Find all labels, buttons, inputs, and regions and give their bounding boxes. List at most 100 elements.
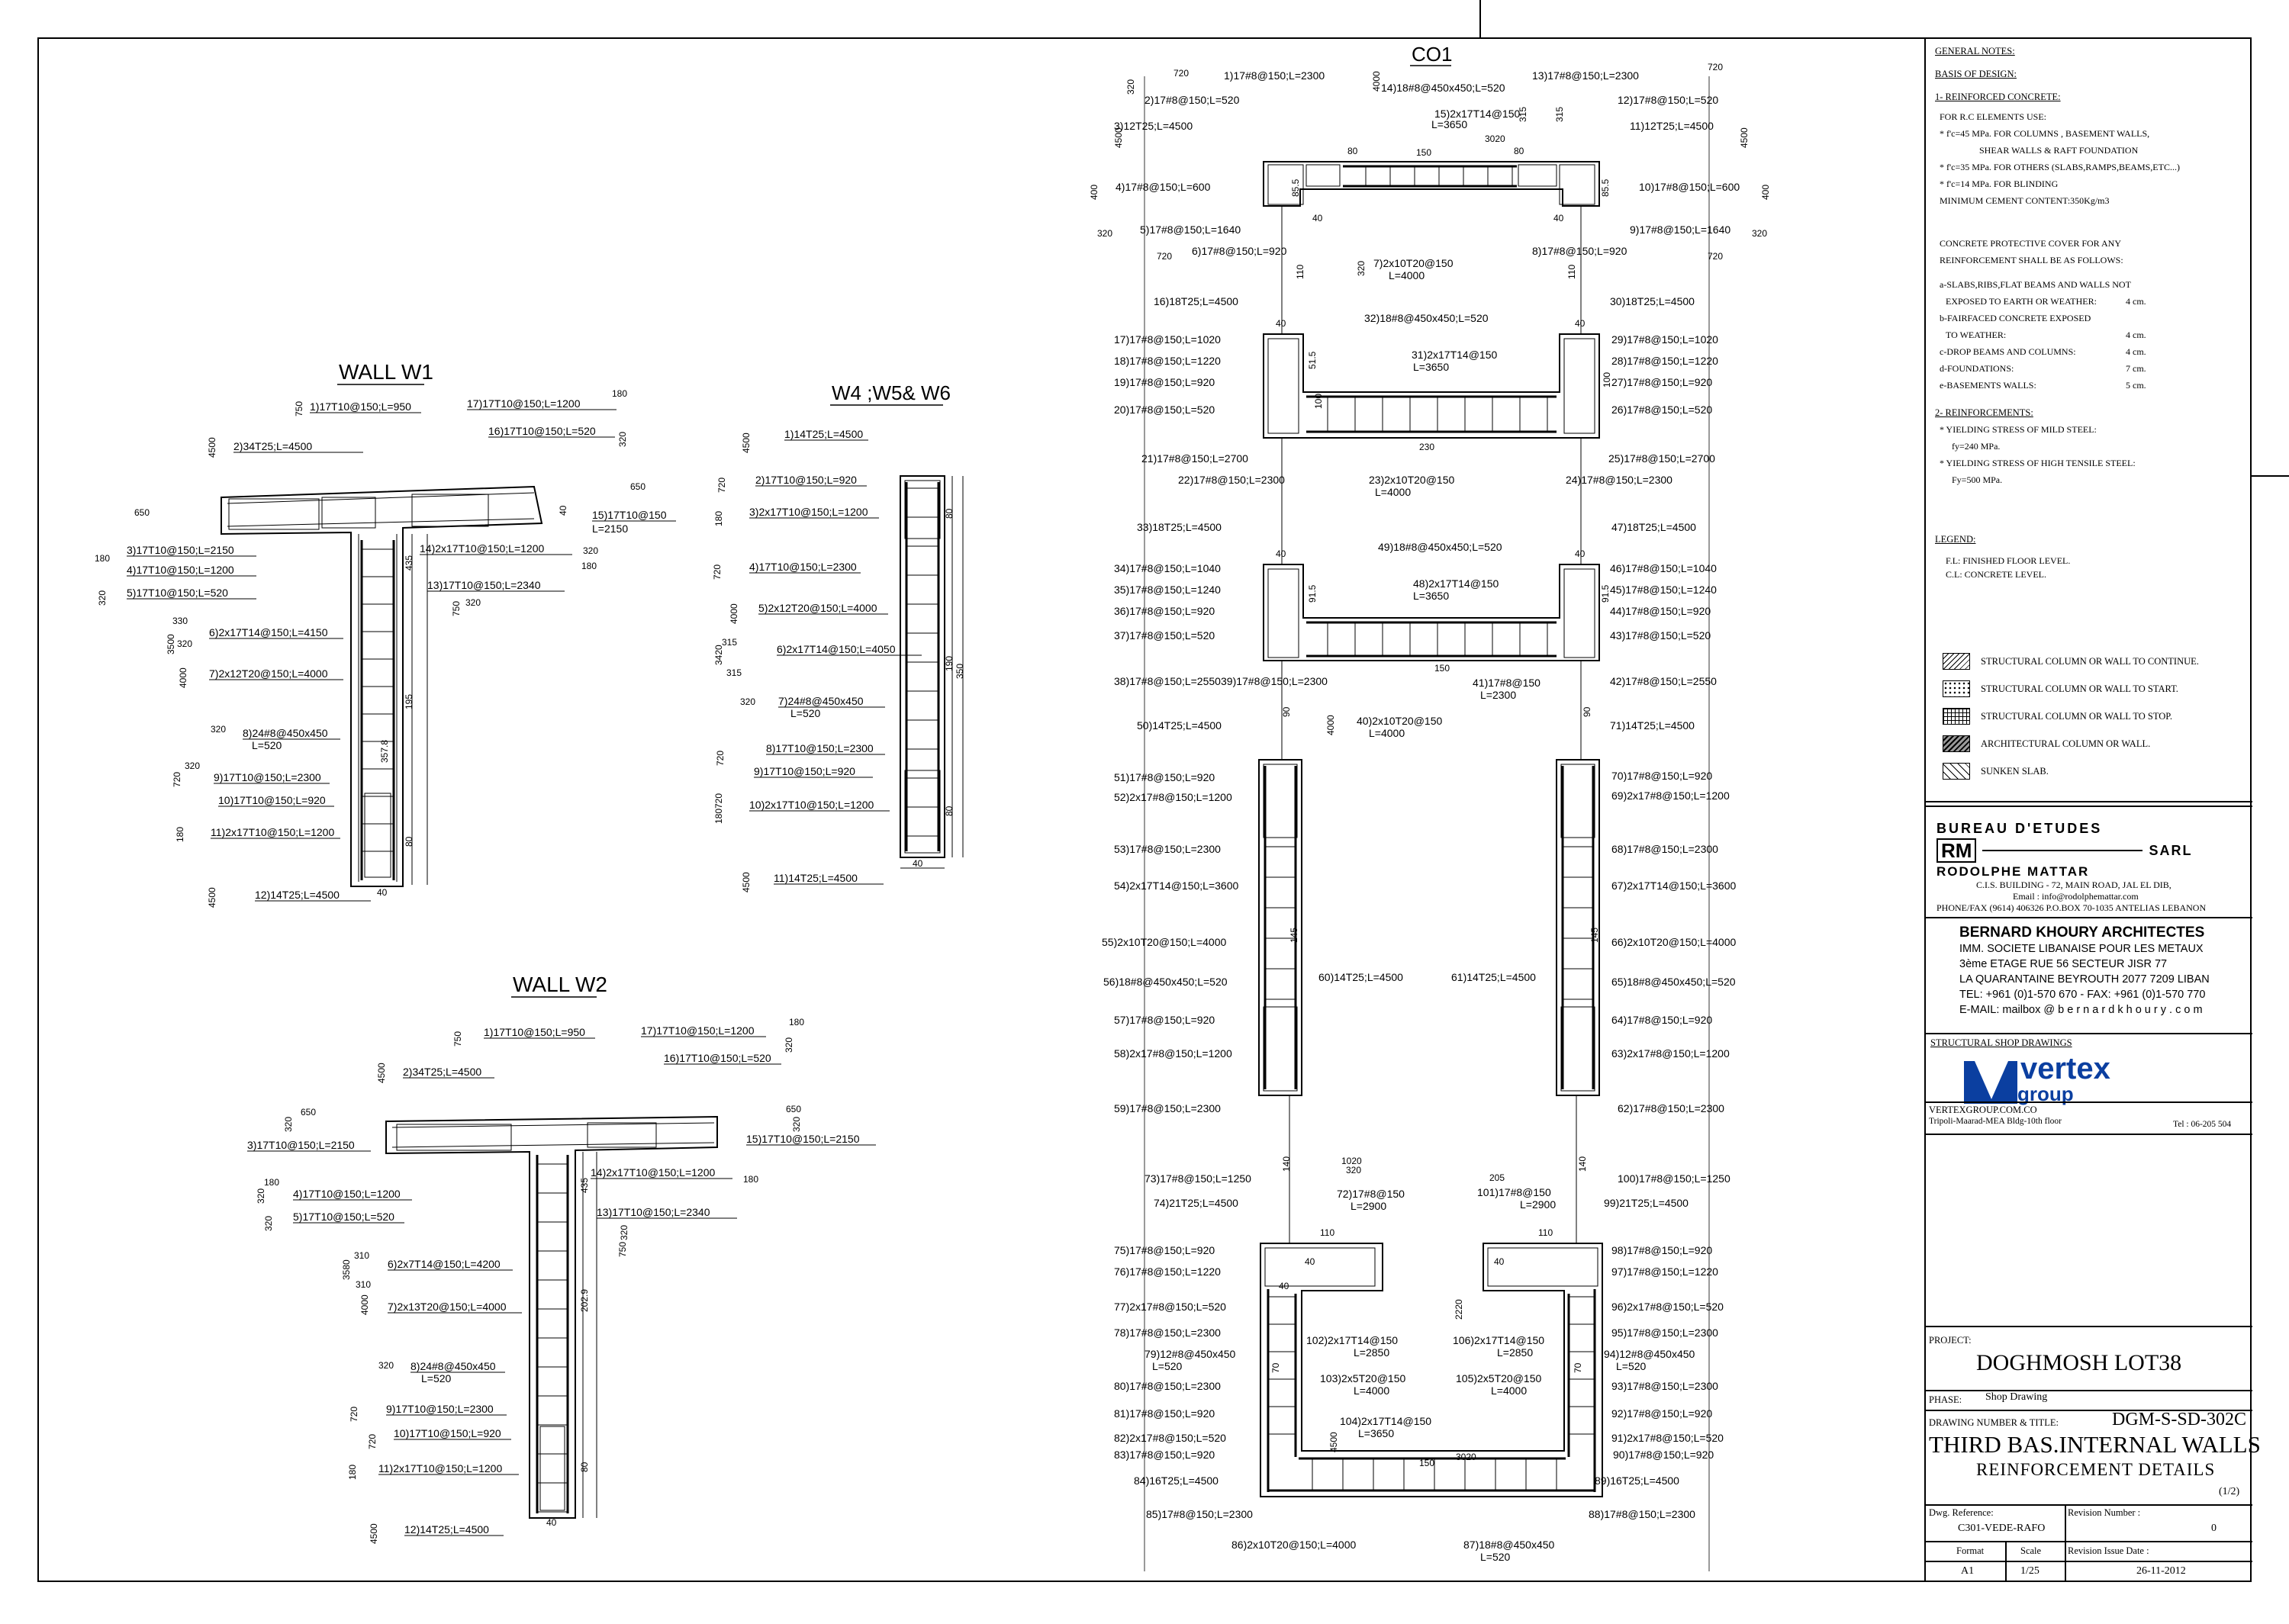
bureau-phone: PHONE/FAX (9614) 406326 P.O.BOX 70-1035 … [1936,902,2207,913]
co1-bar-label: L=520 [1616,1360,1647,1372]
co1-bar-label: 47)18T25;L=4500 [1611,521,1696,533]
co1-bar-label: L=4000 [1375,486,1411,498]
w2-dim: 180 [347,1465,358,1480]
w456-bar-label: 9)17T10@150;L=920 [754,765,855,777]
w2-dim: 320 [256,1188,266,1204]
co1-bar-label: 34)17#8@150;L=1040 [1114,562,1221,574]
w1-dim: 720 [172,772,182,787]
w2-dim: 320 [378,1360,394,1371]
w2-bar-label: 1)17T10@150;L=950 [484,1026,585,1038]
co1-bar-label: 92)17#8@150;L=920 [1611,1407,1712,1420]
co1-bar-label: 38)17#8@150;L=2550 [1114,675,1221,687]
co1-dim: 100 [1313,394,1324,409]
co1-dim: 40 [1276,548,1286,559]
co1-bar-label: 40)2x10T20@150 [1357,715,1443,727]
architect-block: BERNARD KHOURY ARCHITECTES IMM. SOCIETE … [1959,925,2210,1018]
dwg-ref-value: C301-VEDE-RAFO [1958,1523,2046,1534]
co1-bar-label: 75)17#8@150;L=920 [1114,1244,1215,1256]
co1-bar-label: L=2900 [1351,1200,1386,1212]
w456-bar-label: 3)2x17T10@150;L=1200 [749,506,868,518]
co1-bar-label: L=520 [1480,1551,1511,1563]
co1-dim: 230 [1419,442,1434,452]
co1-dim: 720 [1173,68,1189,79]
co1-dim: 1020 [1341,1156,1362,1166]
w456-dim: 40 [913,858,923,869]
w2-dim: 650 [786,1104,801,1114]
co1-bar-label: 82)2x17#8@150;L=520 [1114,1432,1226,1444]
w1-bar-label: 9)17T10@150;L=2300 [214,771,321,783]
w1-dim: 180 [95,553,110,564]
w2-dim: 720 [349,1407,359,1422]
co1-bar-label: 12)17#8@150;L=520 [1618,94,1718,106]
bureau-block: BUREAU D'ETUDES RM SARL RODOLPHE MATTAR … [1936,821,2249,914]
co1-dim: 400 [1760,185,1771,200]
hatch-legend-item: STRUCTURAL COLUMN OR WALL TO START. [1943,679,2178,699]
co1-bar-label: 62)17#8@150;L=2300 [1618,1102,1724,1114]
co1-bar-label: 85)17#8@150;L=2300 [1146,1508,1253,1520]
hatch-legend-item: ARCHITECTURAL COLUMN OR WALL. [1943,734,2150,754]
vertex-tel: Tel : 06-205 504 [2173,1120,2232,1129]
dwg-ref-label: Dwg. Reference: [1929,1507,1994,1518]
sheet-border [37,37,2252,1582]
co1-bar-label: 35)17#8@150;L=1240 [1114,584,1221,596]
architect-name: BERNARD KHOURY ARCHITECTES [1959,925,2205,941]
reinf-line: Fy=500 MPa. [1952,474,2003,485]
rev-number-label: Revision Number : [2068,1507,2141,1518]
co1-bar-label: 24)17#8@150;L=2300 [1566,474,1672,486]
w1-dim: 320 [177,638,192,649]
co1-bar-label: 58)2x17#8@150;L=1200 [1114,1047,1232,1060]
co1-bar-label: 96)2x17#8@150;L=520 [1611,1301,1724,1313]
co1-bar-label: 49)18#8@450x450;L=520 [1378,541,1502,553]
co1-dim: 70 [1270,1362,1281,1373]
legend-lines: F.L: FINISHED FLOOR LEVEL.C.L: CONCRETE … [1935,554,2248,581]
co1-bar-label: 33)18T25;L=4500 [1137,521,1222,533]
co1-bar-label: 105)2x5T20@150 [1456,1372,1542,1384]
co1-bar-label: 103)2x5T20@150 [1320,1372,1406,1384]
co1-bar-label: 94)12#8@450x450 [1604,1348,1695,1360]
w456-dim: 180 [713,809,724,824]
w1-bar-label: 1)17T10@150;L=950 [310,400,411,413]
shop-drawings-block: STRUCTURAL SHOP DRAWINGS vertex group [1930,1037,2248,1104]
w1-bar-label: 11)2x17T10@150;L=1200 [211,826,334,838]
co1-bar-label: 37)17#8@150;L=520 [1114,629,1215,642]
w456-bar-label: 4)17T10@150;L=2300 [749,561,857,573]
co1-bar-label: 18)17#8@150;L=1220 [1114,355,1221,367]
w456-dim: 315 [722,637,737,648]
w1-dim: 320 [97,590,108,606]
co1-bar-label: 65)18#8@450x450;L=520 [1611,976,1736,988]
w456-bar-label: 1)14T25;L=4500 [784,428,863,440]
hatch-legend-label: STRUCTURAL COLUMN OR WALL TO STOP. [1981,710,2172,722]
w1-dim: 320 [583,545,598,556]
w2-dim: 180 [743,1174,758,1185]
w1-bar-label: 8)24#8@450x450 [243,727,328,739]
w456-dim: 80 [944,508,955,519]
co1-bar-label: 22)17#8@150;L=2300 [1178,474,1285,486]
wall-w2-detail [385,1115,718,1519]
bar-labels: 1)17T10@150;L=9502)34T25;L=45003)17T10@1… [127,69,1740,1563]
co1-bar-label: 55)2x10T20@150;L=4000 [1102,936,1226,948]
co1-dim: 40 [1494,1256,1505,1267]
co1-bar-label: 31)2x17T14@150 [1412,349,1498,361]
w2-bar-label: 12)14T25;L=4500 [404,1523,489,1536]
co1-dim: 150 [1419,1458,1434,1468]
wall-w2-title: WALL W2 [513,973,607,996]
co1-bar-label: 56)18#8@450x450;L=520 [1103,976,1228,988]
w1-bar-label: 7)2x12T20@150;L=4000 [209,667,328,680]
wall-w1-title: WALL W1 [339,360,433,384]
co1-bar-label: 67)2x17T14@150;L=3600 [1611,880,1736,892]
note-line: REINFORCEMENT SHALL BE AS FOLLOWS: [1940,255,2123,265]
w1-dim: 180 [581,561,597,571]
w1-bar-label: 16)17T10@150;L=520 [488,425,596,437]
co1-bar-label: L=4000 [1389,269,1425,281]
w2-bar-label: 15)17T10@150;L=2150 [746,1133,860,1145]
w1-dim: 180 [175,827,185,842]
note-line: MINIMUM CEMENT CONTENT:350Kg/m3 [1940,195,2110,206]
co1-dim: 91.5 [1600,584,1611,603]
co1-dim: 110 [1566,265,1577,279]
co1-dim: 720 [1157,251,1172,262]
w456-dim: 720 [716,478,727,493]
co1-dim: 90 [1582,706,1592,717]
note-line: a-SLABS,RIBS,FLAT BEAMS AND WALLS NOT [1940,279,2131,290]
